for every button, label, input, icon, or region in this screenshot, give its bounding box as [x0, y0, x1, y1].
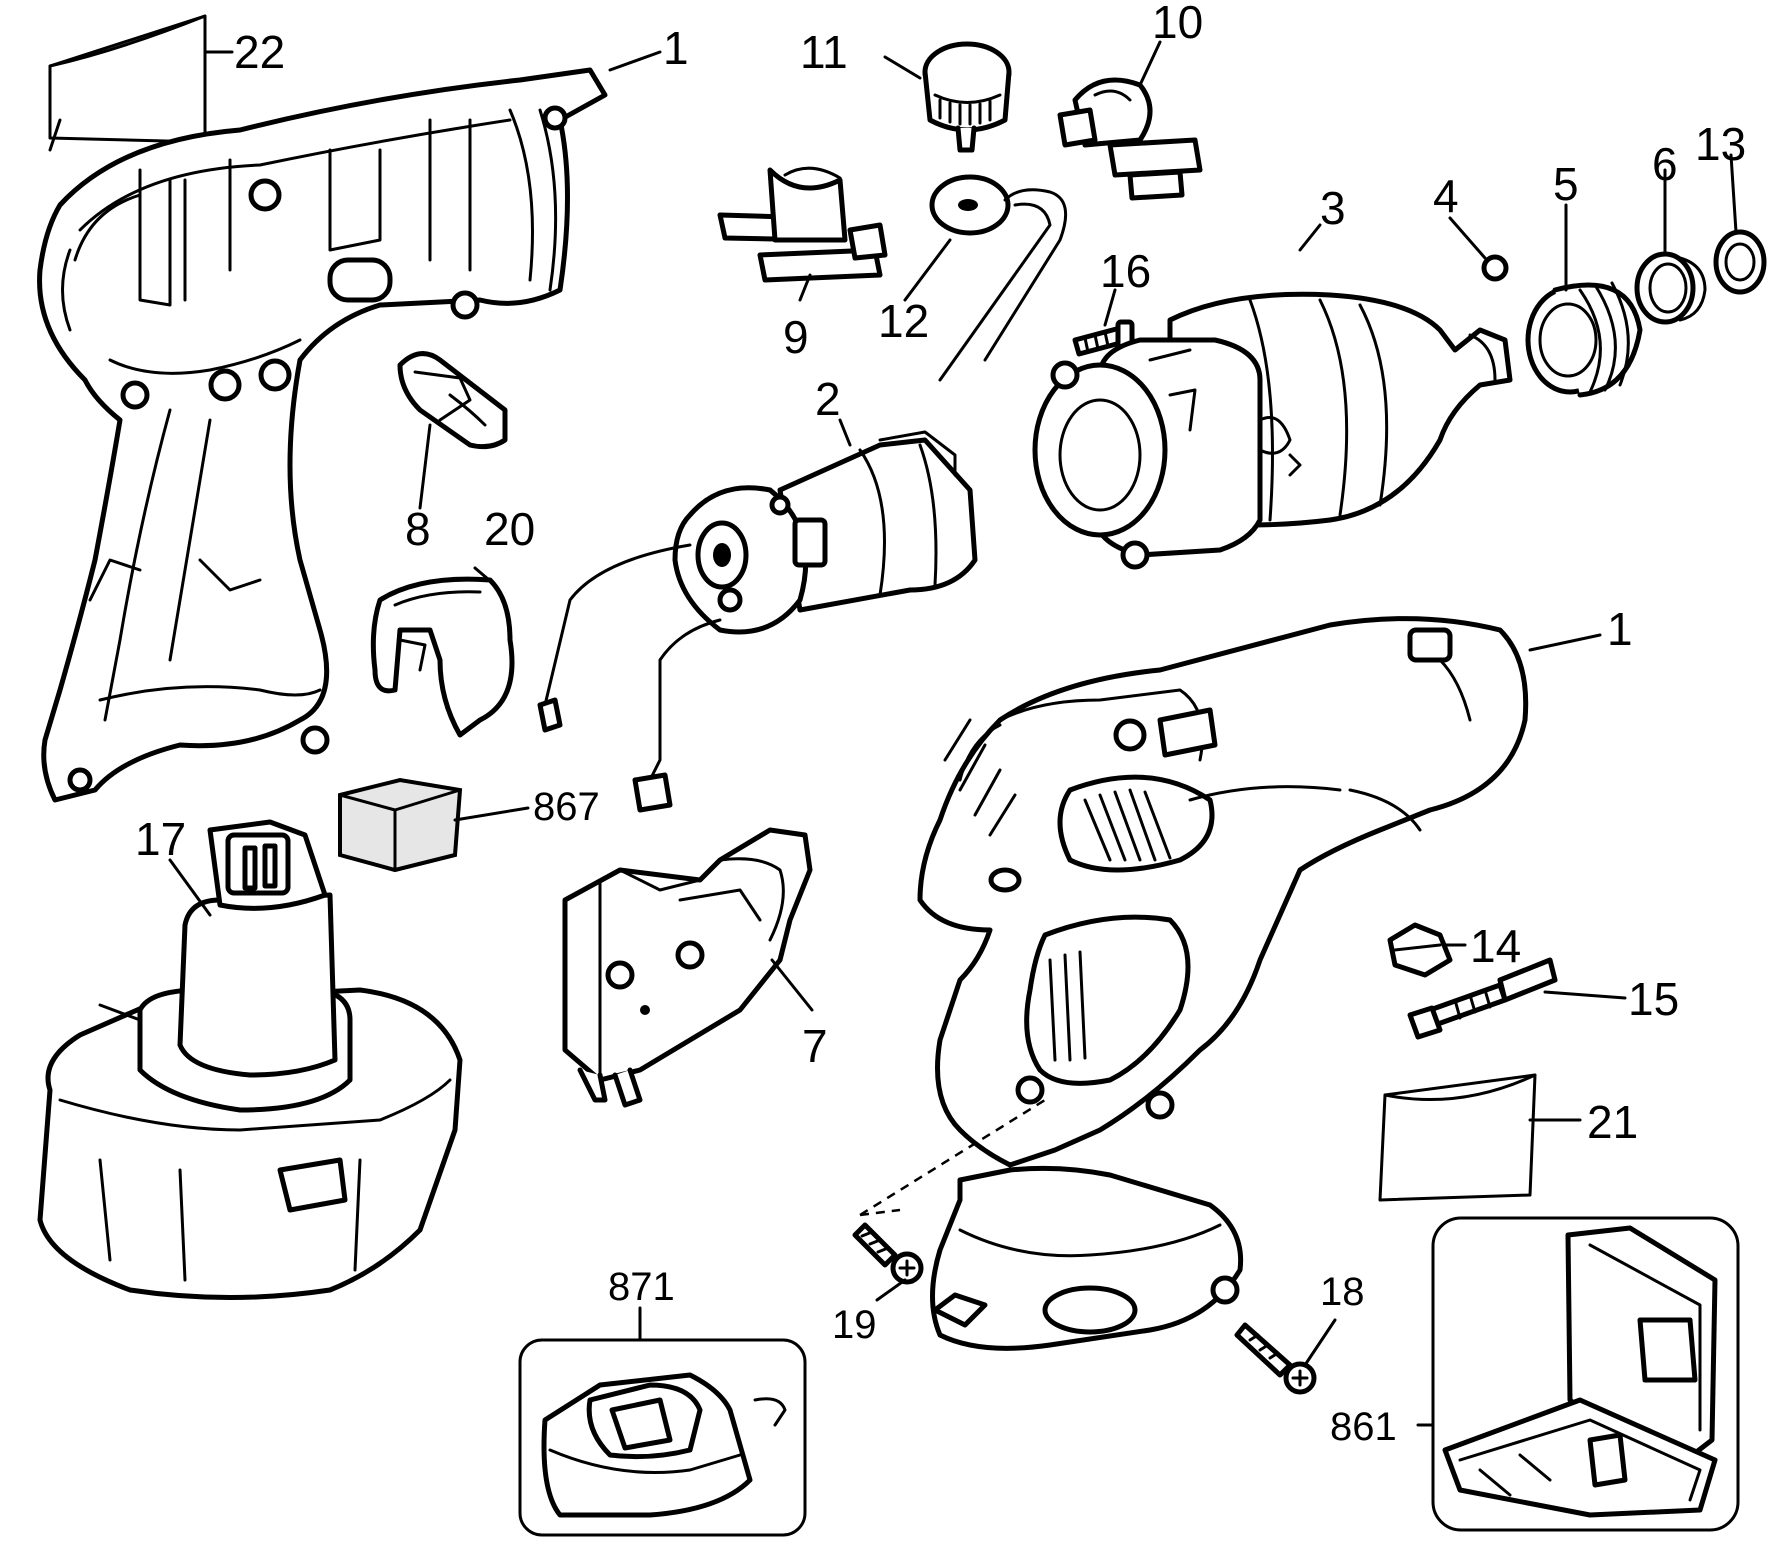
callout-1-top: 1 — [663, 22, 689, 74]
part-4-ring — [1481, 254, 1509, 282]
part-14-clip — [1387, 922, 1453, 978]
callout-5: 5 — [1553, 158, 1579, 210]
part-9-slide-bracket — [717, 166, 888, 283]
callout-12: 12 — [878, 295, 929, 347]
part-12-spring — [929, 174, 1068, 382]
part-6-retaining-ring — [1634, 251, 1707, 325]
callout-15: 15 — [1628, 973, 1679, 1025]
part-3-gear-case — [1032, 291, 1513, 570]
callout-16: 16 — [1100, 245, 1151, 297]
part-16-screw — [1072, 319, 1135, 357]
part-1-assembled-housing — [917, 616, 1529, 1351]
part-10-switch-bracket — [1057, 77, 1203, 201]
callout-22: 22 — [234, 26, 285, 78]
callout-11: 11 — [800, 26, 848, 78]
callout-labels: 22 1 11 10 3 4 5 6 13 16 12 9 2 1 8 20 8… — [135, 0, 1746, 1449]
callout-17: 17 — [135, 813, 186, 865]
callout-18: 18 — [1320, 1270, 1365, 1314]
part-21-label-sheet — [1378, 1073, 1537, 1202]
part-22-label-sheet — [48, 14, 207, 144]
part-867-box — [338, 777, 463, 873]
part-18-screw — [1234, 1322, 1317, 1395]
callout-20: 20 — [484, 503, 535, 555]
callout-19: 19 — [832, 1303, 877, 1347]
callout-871: 871 — [608, 1265, 675, 1309]
part-15-bit — [1407, 957, 1558, 1040]
part-13-washer — [1713, 229, 1767, 295]
part-2-motor — [537, 430, 978, 813]
callout-867: 867 — [533, 785, 600, 829]
callout-10: 10 — [1152, 0, 1203, 48]
callout-21: 21 — [1587, 1096, 1638, 1148]
part-7-switch — [562, 827, 813, 1108]
callout-7: 7 — [802, 1020, 828, 1072]
part-20-shield — [370, 576, 515, 738]
callout-1-bottom: 1 — [1607, 603, 1633, 655]
part-5-collar — [1525, 281, 1643, 398]
callout-14: 14 — [1470, 920, 1521, 972]
callout-861: 861 — [1330, 1405, 1397, 1449]
callout-13: 13 — [1695, 118, 1746, 170]
callout-6: 6 — [1652, 138, 1678, 190]
part-17-battery-pack — [37, 819, 463, 1300]
part-11-knob — [922, 41, 1012, 153]
callout-9: 9 — [783, 311, 809, 363]
callout-4: 4 — [1433, 170, 1459, 222]
callout-3: 3 — [1320, 182, 1346, 234]
part-861-carry-case — [1431, 1216, 1740, 1532]
part-19-screw — [852, 1098, 1046, 1285]
callout-8: 8 — [405, 503, 431, 555]
part-8-brush-holder — [397, 351, 508, 450]
part-871-charger — [518, 1338, 807, 1537]
callout-2: 2 — [815, 373, 841, 425]
leader-lines — [168, 40, 1738, 1427]
part-1-left-housing-half — [37, 67, 608, 803]
